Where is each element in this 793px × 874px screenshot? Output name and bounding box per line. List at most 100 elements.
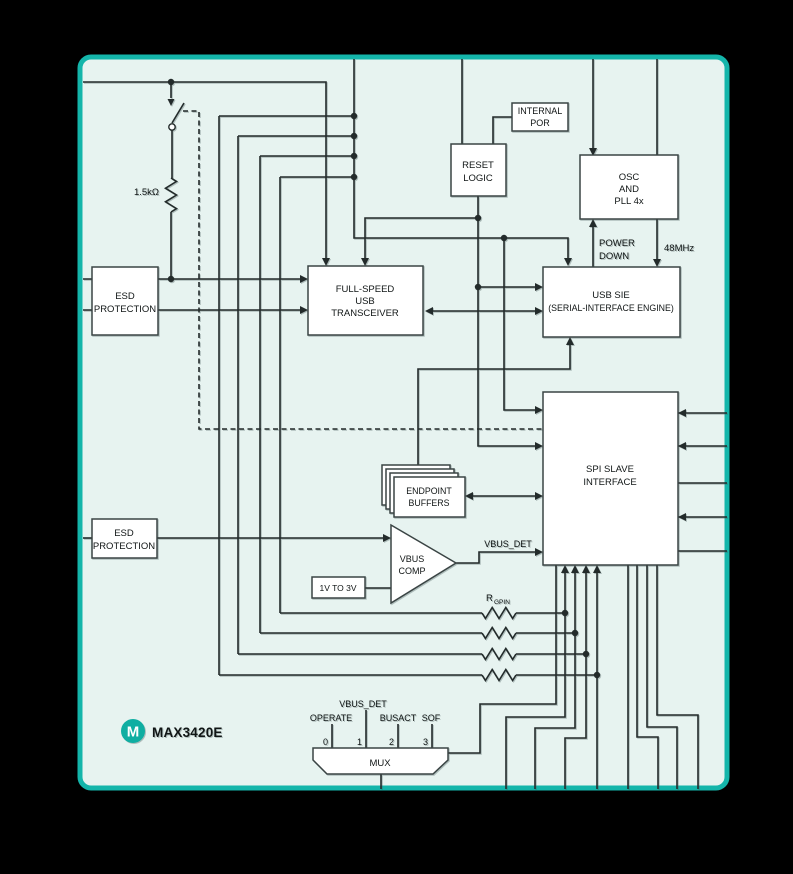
arrow-right-icon — [535, 307, 543, 315]
wires — [83, 59, 727, 789]
wire-rail-to-spi — [503, 238, 535, 411]
diagram-content: ESD PROTECTION ESD PROTECTION FULL-SPEED… — [83, 59, 727, 789]
spi-slave-label: INTERFACE — [583, 477, 636, 488]
mux-input-vbusdet-label: VBUS_DET — [339, 699, 387, 709]
block-esd-protection-bottom — [91, 518, 158, 559]
mux-input-busact-label: BUSACT — [380, 713, 417, 723]
power-down-label: POWER — [599, 238, 635, 249]
block-esd-protection-top — [91, 266, 159, 336]
wire-resistors-to-gpin — [516, 612, 597, 676]
junction-dot — [500, 234, 508, 242]
mux-input-sof-label: SOF — [422, 713, 441, 723]
mux-input-0: 0 — [323, 737, 328, 747]
junction-dot — [474, 283, 482, 291]
wire-reset-to-transceiver — [364, 217, 478, 259]
block-mux — [312, 747, 449, 775]
blocks — [91, 102, 681, 775]
block-osc-pll — [579, 154, 679, 220]
rgpin-subscript-label: GPIN — [494, 599, 510, 606]
esd-bottom-label: PROTECTION — [93, 541, 155, 552]
junction-dot — [582, 650, 590, 658]
arrow-up-icon — [589, 219, 597, 227]
transceiver-label: USB — [355, 296, 375, 307]
resistor-rgpin3-zigzag — [481, 667, 517, 683]
osc-pll-label: OSC — [619, 172, 640, 183]
usb-sie-label: (SERIAL-INTERFACE ENGINE) — [548, 303, 674, 313]
endpoint-buffers-label: BUFFERS — [408, 498, 449, 508]
vref-label: 1V TO 3V — [319, 583, 356, 593]
esd-top-label: ESD — [115, 291, 135, 302]
wire-mux-inputs — [331, 710, 433, 748]
wire-switch-blade — [171, 102, 185, 124]
block-endpoint-buffers — [393, 476, 466, 518]
vbus-det-label: VBUS_DET — [484, 539, 532, 549]
arrow-right-icon — [535, 406, 543, 414]
arrow-right-icon — [535, 548, 543, 556]
junction-dot — [167, 78, 175, 86]
arrow-right-icon — [535, 492, 543, 500]
mux-input-2: 2 — [389, 737, 394, 747]
maxim-logo-icon — [121, 719, 145, 743]
arrowheads — [167, 99, 686, 573]
vbus-comp-label: VBUS — [400, 554, 425, 564]
junction-dot — [474, 214, 482, 222]
wire-gpin1 — [534, 573, 576, 789]
wire-vbus-det — [456, 551, 535, 564]
arrow-up-icon — [561, 565, 569, 573]
part-number-label: MAX3420E — [152, 725, 223, 740]
wire-spi-to-mux-select — [448, 565, 557, 754]
arrow-right-icon — [300, 306, 308, 314]
junction-dot — [593, 671, 601, 679]
junction-dot — [350, 132, 358, 140]
arrow-left-icon — [465, 492, 473, 500]
wire-gpout1 — [636, 565, 659, 789]
wire-por-to-reset — [492, 116, 512, 144]
maxim-logo-m: M — [127, 724, 140, 741]
spi-slave-label: SPI SLAVE — [586, 464, 634, 475]
arrow-up-icon — [593, 565, 601, 573]
resistor-rgpin2-zigzag — [481, 646, 517, 662]
arrow-left-icon — [425, 307, 433, 315]
junction-dot — [350, 112, 358, 120]
esd-bottom-label: ESD — [114, 528, 134, 539]
transceiver-label: TRANSCEIVER — [331, 308, 399, 319]
junctions — [167, 78, 601, 679]
pullup-resistor-label: 1.5kΩ — [134, 187, 159, 198]
wire-gpin-pullup-c — [259, 155, 482, 634]
block-internal-por — [511, 102, 569, 132]
wire-buffers-to-sie — [417, 345, 571, 465]
arrow-up-icon — [582, 565, 590, 573]
arrow-down-icon — [589, 148, 597, 156]
arrow-down-icon — [653, 259, 661, 267]
block-labels: ESD PROTECTION ESD PROTECTION FULL-SPEED… — [93, 106, 674, 769]
arrow-up-icon — [571, 565, 579, 573]
wire-esd-to-transceiver — [158, 278, 300, 311]
wire-gpout2 — [646, 565, 678, 789]
arrow-right-icon — [535, 283, 543, 291]
wire-vcc-rail — [83, 81, 327, 259]
resistor-rgpin1-zigzag — [481, 625, 517, 641]
arrow-right-icon — [383, 534, 391, 542]
arrow-left-icon — [678, 442, 686, 450]
junction-dot — [350, 152, 358, 160]
resistor-1k5-zigzag — [163, 177, 179, 213]
block-reset-logic — [450, 143, 507, 197]
mux-input-3: 3 — [423, 737, 428, 747]
wire-labels: 1.5kΩ POWER DOWN 48MHz VBUS_DET R GPIN O… — [134, 187, 694, 747]
block-vref — [311, 576, 366, 599]
brand-logo: M MAX3420E — [121, 719, 223, 743]
junction-dot — [561, 609, 569, 617]
arrow-down-icon — [361, 258, 369, 266]
wire-gpin-pullup-d — [279, 176, 482, 614]
wire-dplus-dminus-pins — [83, 278, 92, 311]
wire-spi-pins-right — [678, 412, 727, 552]
arrow-down-icon — [322, 258, 330, 266]
wire-connect-control-dashed — [183, 110, 543, 430]
wire-vl-rail-to-sie — [353, 59, 569, 259]
wire-gpout3 — [656, 565, 699, 789]
wire-gpin-pullup-b — [237, 135, 482, 655]
mux-label: MUX — [369, 758, 391, 769]
reset-logic-label: LOGIC — [463, 173, 493, 184]
